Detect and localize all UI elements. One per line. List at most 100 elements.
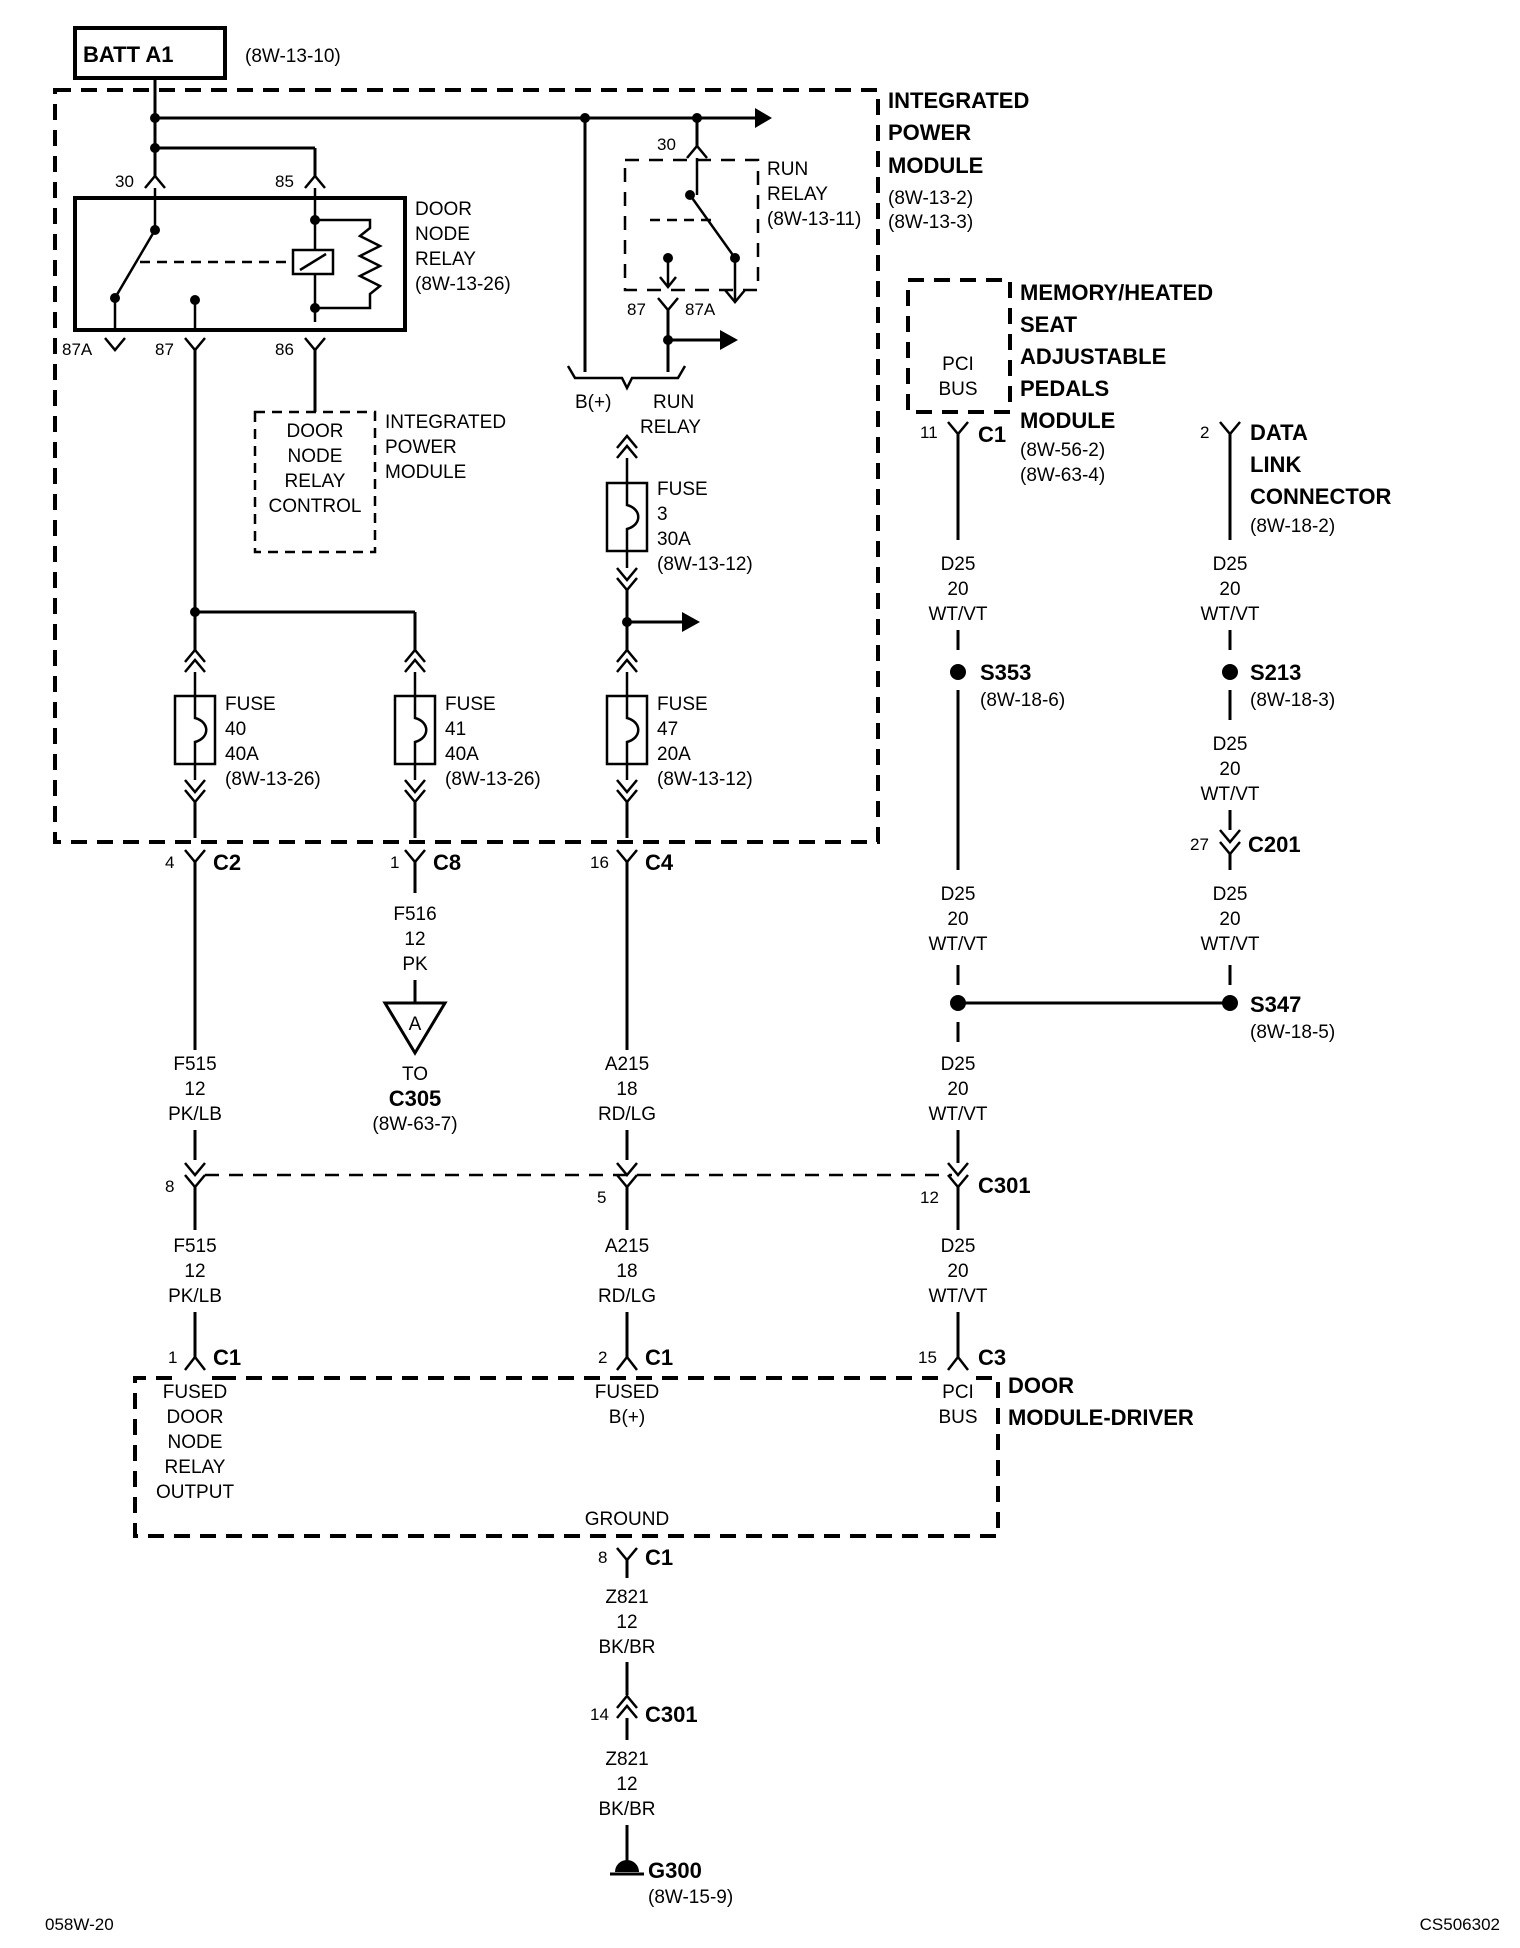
run-relay-87-arrow [659, 258, 677, 290]
run-relay-87a-terminal [724, 289, 746, 304]
run-relay-arm [688, 194, 737, 259]
fuse-47-label-2: 47 [657, 719, 678, 740]
d25-g-label-2: 20 [1219, 909, 1240, 930]
d25-d-label-3: WT/VT [928, 1286, 987, 1307]
memory-title-1: MEMORY/HEATED [1020, 280, 1213, 305]
relay-86-terminal [304, 337, 326, 352]
door-node-relay-label-1: DOOR [415, 199, 472, 220]
d25-c-label-3: WT/VT [928, 1104, 987, 1125]
relay-control-side-3: MODULE [385, 462, 466, 483]
fuse-40-label-2: 40 [225, 719, 246, 740]
d25-g-label-1: D25 [1213, 884, 1248, 905]
f515-lower-label-3: PK/LB [168, 1286, 222, 1307]
relay-resistor [315, 218, 383, 310]
relay-control-label-2: NODE [288, 446, 343, 467]
relay-85-branch-node [150, 143, 160, 153]
run-relay-select-1: RUN [653, 392, 694, 413]
memory-seat-module-box [906, 278, 1012, 414]
door-conn3: C3 [978, 1345, 1006, 1370]
door-ground-conn: C1 [645, 1545, 673, 1570]
fuse-47-element [625, 696, 640, 764]
relay-coil-slash [299, 252, 327, 272]
fuse-41-bottom-terminal [404, 779, 426, 804]
d25-b-label-3: WT/VT [928, 934, 987, 955]
c301-name: C301 [978, 1173, 1031, 1198]
c4-name: C4 [645, 850, 674, 875]
c201-pin: 27 [1190, 835, 1209, 854]
dlc-title-1: DATA [1250, 420, 1308, 445]
fuse-3-ref: (8W-13-12) [657, 554, 753, 575]
relay-control-side-1: INTEGRATED [385, 412, 506, 433]
door-ground-label: GROUND [585, 1509, 669, 1530]
door-c1-pin1-connector [184, 1354, 206, 1371]
g300-ground-symbol [615, 1860, 639, 1872]
door-pin1: 1 [168, 1348, 177, 1367]
relay-30-terminal [144, 174, 166, 189]
c301-pin12-label: 12 [920, 1188, 939, 1207]
fuse-3-label-1: FUSE [657, 479, 708, 500]
c301-pin8 [184, 1162, 206, 1189]
c4-connector [616, 849, 638, 864]
relay-87a-terminal [104, 337, 126, 352]
integrated-power-module-outline [53, 88, 880, 844]
c305-to: TO [402, 1064, 428, 1085]
ipm-title-3: MODULE [888, 153, 983, 178]
fuse-47-bottom-terminal [616, 779, 638, 804]
s353-splice [950, 664, 966, 680]
fuse-40-top-terminal [184, 648, 206, 673]
door-conn2: C1 [645, 1345, 673, 1370]
s347-ref: (8W-18-5) [1250, 1022, 1335, 1043]
d25-e-label-1: D25 [1213, 554, 1248, 575]
s347-name: S347 [1250, 992, 1301, 1017]
door-conn1: C1 [213, 1345, 241, 1370]
d25-f-label-1: D25 [1213, 734, 1248, 755]
memory-c1-name: C1 [978, 422, 1006, 447]
batt-a1-ref: (8W-13-10) [245, 46, 341, 67]
g300-name: G300 [648, 1858, 702, 1883]
c201-name: C201 [1248, 832, 1301, 857]
s213-ref: (8W-18-3) [1250, 690, 1335, 711]
door-fused-output-5: OUTPUT [156, 1482, 235, 1503]
footer-right-code: CS506302 [1420, 1915, 1500, 1934]
door-node-relay-box [73, 196, 407, 332]
door-module-title-1: DOOR [1008, 1373, 1074, 1398]
z821-upper-label-3: BK/BR [598, 1637, 655, 1658]
relay-pin-85: 85 [275, 172, 294, 191]
d25-a-label-1: D25 [941, 554, 976, 575]
relay-control-box [253, 410, 377, 554]
a215-upper-label-1: A215 [605, 1054, 649, 1075]
fuse-47-ref: (8W-13-12) [657, 769, 753, 790]
fuse-47-label-3: 20A [657, 744, 691, 765]
relay-pin-87: 87 [155, 340, 174, 359]
run-relay-label-1: RUN [767, 159, 808, 180]
memory-title-5: MODULE [1020, 408, 1115, 433]
door-fused-output-1: FUSED [163, 1382, 227, 1403]
door-ground-connector [616, 1547, 638, 1562]
c201-connector [1219, 829, 1241, 856]
d25-a-label-3: WT/VT [928, 604, 987, 625]
run-relay-30-terminal [686, 144, 708, 159]
c8-name: C8 [433, 850, 461, 875]
door-ground-pin: 8 [598, 1548, 607, 1567]
f516-label-1: F516 [393, 904, 436, 925]
relay-87-terminal [184, 337, 206, 352]
a215-lower-label-2: 18 [616, 1261, 637, 1282]
d25-a-label-2: 20 [947, 579, 968, 600]
fuse-41-top-terminal [404, 648, 426, 673]
memory-pci-1: PCI [942, 354, 974, 375]
f515-upper-label-3: PK/LB [168, 1104, 222, 1125]
run-relay-87-terminal [657, 297, 679, 312]
bplus-label: B(+) [575, 392, 611, 413]
memory-title-4: PEDALS [1020, 376, 1109, 401]
run-relay-branch-arrow [720, 330, 738, 350]
d25-f-label-3: WT/VT [1200, 784, 1259, 805]
s353-ref: (8W-18-6) [980, 690, 1065, 711]
fuse-41-element [413, 696, 428, 764]
d25-b-label-1: D25 [941, 884, 976, 905]
a215-upper-label-3: RD/LG [598, 1104, 656, 1125]
c301-bottom-connector [616, 1694, 638, 1719]
s347-splice [1222, 995, 1238, 1011]
ipm-ref-2: (8W-13-3) [888, 212, 973, 233]
d25-e-label-2: 20 [1219, 579, 1240, 600]
